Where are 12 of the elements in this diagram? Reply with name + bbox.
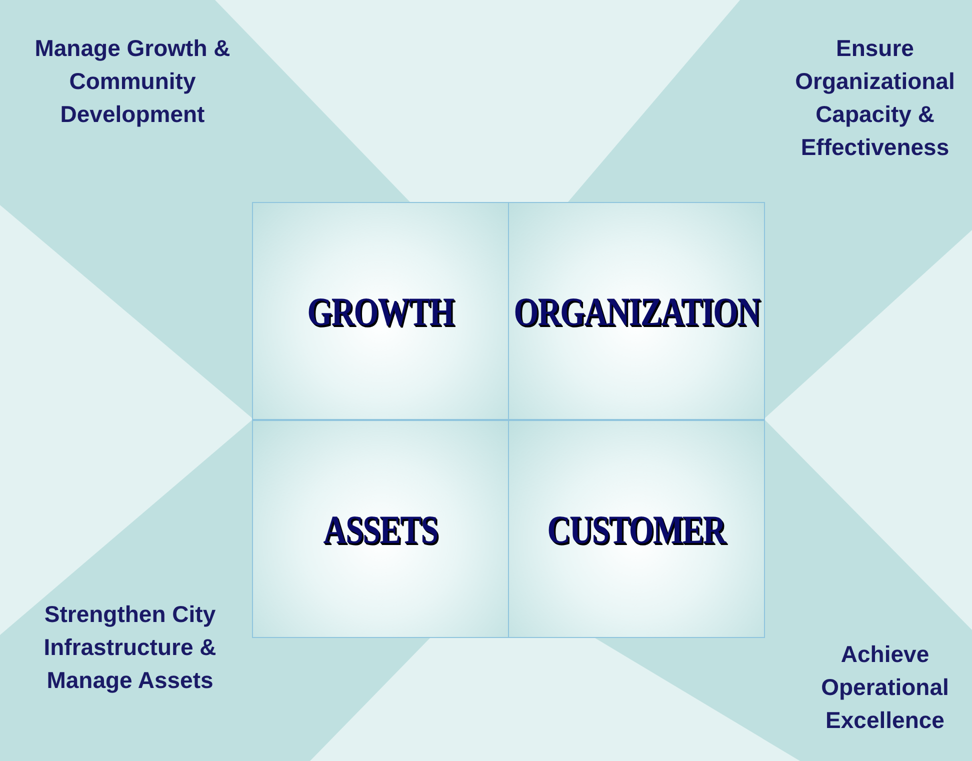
quadrant-cell	[508, 420, 765, 638]
quadrant-title: ASSETS	[323, 506, 438, 552]
band-label: Ensure Organizational Capacity & Effectiveness	[794, 34, 956, 162]
quadrant-cell	[252, 202, 509, 420]
band-label: Achieve Operational Excellence	[820, 640, 950, 735]
quadrant-cell	[252, 420, 509, 638]
band-label: Strengthen City Infrastructure & Manage Assets	[42, 600, 218, 695]
quadrant-title: ORGANIZATION	[514, 288, 760, 334]
band-label: Manage Growth & Community Development	[34, 34, 232, 129]
quadrant-title: GROWTH	[307, 288, 454, 334]
quadrant-title: CUSTOMER	[548, 506, 726, 552]
quadrant-cell	[508, 202, 765, 420]
